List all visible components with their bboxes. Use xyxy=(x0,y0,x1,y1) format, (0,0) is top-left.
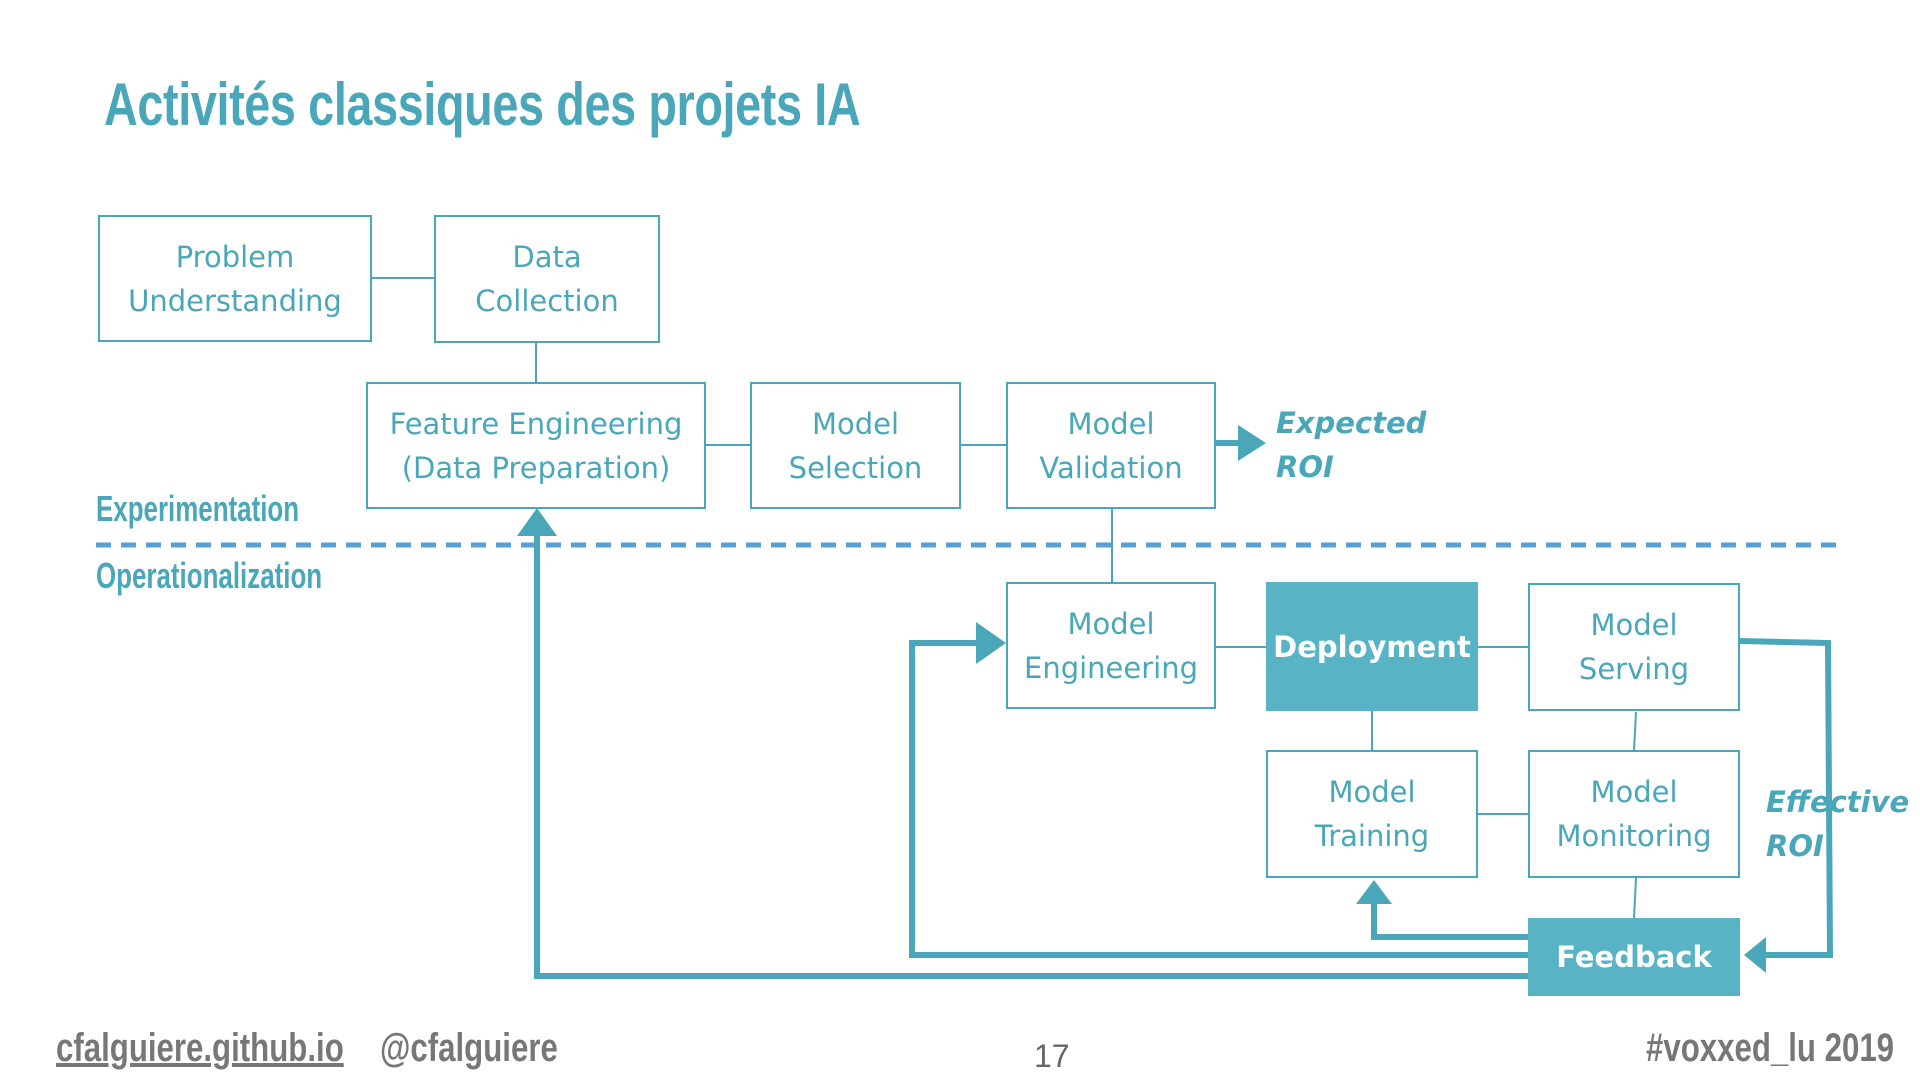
model-selection-line-2: Selection xyxy=(788,450,923,485)
model-validation-line-1: Model xyxy=(1067,406,1155,441)
model-engineering-box: Model Engineering xyxy=(1006,582,1216,709)
expected-roi-arrowhead xyxy=(1238,425,1266,461)
model-validation-box: Model Validation xyxy=(1006,382,1216,509)
feature-arrowhead xyxy=(517,508,557,536)
model-serving-line-1: Model xyxy=(1590,608,1678,642)
feedback-box: Feedback xyxy=(1528,918,1740,996)
model-training-line-2: Training xyxy=(1314,819,1430,853)
footer-hashtag: #voxxed_lu 2019 xyxy=(1646,1026,1895,1070)
experimentation-section-label: Experimentation xyxy=(96,488,300,529)
feedback-to-feature-loop xyxy=(534,536,1528,979)
effective-roi-loop xyxy=(1739,638,1834,958)
feature-engineering-line-1: Feature Engineering xyxy=(389,406,683,441)
feature-engineering-line-2: (Data Preparation) xyxy=(401,450,671,485)
problem-understanding-line-1: Problem xyxy=(175,239,295,274)
problem-understanding-line-2: Understanding xyxy=(128,283,342,318)
feedback-to-engineering-loop xyxy=(909,640,1528,958)
slide-title: Activités classiques des projets IA xyxy=(104,71,861,138)
effective-roi-line-2: ROI xyxy=(1766,829,1824,863)
connector-serving-monitoring xyxy=(1633,711,1637,751)
model-monitoring-box: Model Monitoring xyxy=(1528,750,1740,878)
model-engineering-line-2: Engineering xyxy=(1024,650,1198,685)
deployment-box: Deployment xyxy=(1266,582,1478,711)
model-serving-line-2: Serving xyxy=(1578,652,1690,686)
feature-engineering-box: Feature Engineering (Data Preparation) xyxy=(366,382,706,509)
feedback-label: Feedback xyxy=(1556,940,1712,974)
feedback-to-training-loop xyxy=(1371,902,1528,940)
training-arrowhead xyxy=(1356,880,1392,904)
effective-roi-arrowhead xyxy=(1744,937,1766,973)
data-collection-box: Data Collection xyxy=(434,215,660,343)
effective-roi-label: Effective ROI xyxy=(1766,780,1909,868)
deployment-label: Deployment xyxy=(1273,629,1471,664)
footer-twitter-handle: @cfalguiere xyxy=(380,1026,558,1070)
problem-understanding-box: Problem Understanding xyxy=(98,215,372,342)
expected-roi-line-1: Expected xyxy=(1276,406,1427,440)
page-number: 17 xyxy=(1034,1038,1070,1074)
model-validation-line-2: Validation xyxy=(1039,450,1183,485)
expected-roi-line-2: ROI xyxy=(1276,450,1334,484)
connector-monitoring-feedback xyxy=(1633,877,1637,919)
model-monitoring-line-1: Model xyxy=(1590,775,1678,809)
model-training-box: Model Training xyxy=(1266,750,1478,878)
engineering-arrowhead xyxy=(976,622,1006,664)
effective-roi-line-1: Effective xyxy=(1766,785,1910,819)
model-selection-line-1: Model xyxy=(811,406,900,441)
model-training-line-1: Model xyxy=(1328,775,1416,809)
data-collection-line-1: Data xyxy=(512,240,582,274)
model-engineering-line-1: Model xyxy=(1067,606,1155,641)
operationalization-section-label: Operationalization xyxy=(96,555,323,596)
data-collection-line-2: Collection xyxy=(475,284,619,318)
model-serving-box: Model Serving xyxy=(1528,583,1740,711)
model-selection-box: Model Selection xyxy=(750,382,961,509)
expected-roi-label: Expected ROI xyxy=(1276,401,1426,489)
footer-website-link[interactable]: cfalguiere.github.io xyxy=(56,1026,344,1070)
model-monitoring-line-2: Monitoring xyxy=(1556,819,1712,853)
